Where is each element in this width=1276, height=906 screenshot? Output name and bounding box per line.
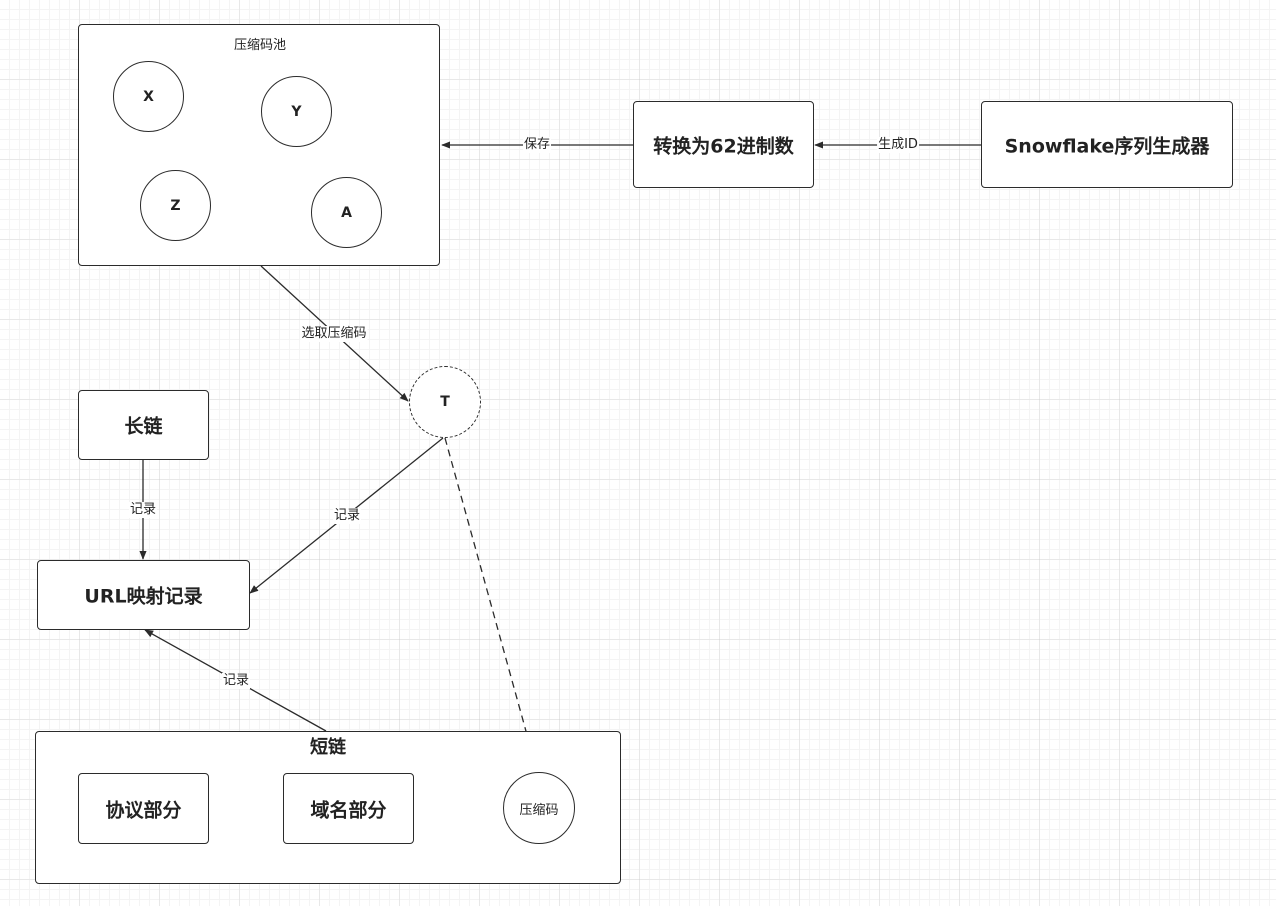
label-pick-code: 选取压缩码 <box>300 326 368 342</box>
code-circle-y[interactable]: Y <box>261 76 332 147</box>
code-circle-a[interactable]: A <box>311 177 382 248</box>
protocol-part-box[interactable]: 协议部分 <box>78 773 209 844</box>
code-pool-title: 压缩码池 <box>233 38 287 53</box>
snowflake-generator-label: Snowflake序列生成器 <box>1004 135 1210 157</box>
label-record-long: 记录 <box>128 502 158 518</box>
picked-code-circle[interactable]: T <box>409 366 481 438</box>
code-pool-container[interactable]: 压缩码池 X Y Z A <box>78 24 440 266</box>
label-record-code: 记录 <box>332 508 362 524</box>
domain-part-label: 域名部分 <box>310 799 387 821</box>
long-link-label: 长链 <box>124 415 163 438</box>
label-generate-id: 生成ID <box>877 137 919 153</box>
code-circle-z[interactable]: Z <box>140 170 211 241</box>
code-circle-x[interactable]: X <box>113 61 184 132</box>
domain-part-box[interactable]: 域名部分 <box>283 773 414 844</box>
base62-converter-box[interactable]: 转换为62进制数 <box>633 101 814 188</box>
short-link-title: 短链 <box>310 737 346 758</box>
long-link-box[interactable]: 长链 <box>78 390 209 460</box>
protocol-part-label: 协议部分 <box>105 799 182 821</box>
snowflake-generator-box[interactable]: Snowflake序列生成器 <box>981 101 1233 188</box>
short-code-circle[interactable]: 压缩码 <box>503 772 575 844</box>
label-record-short: 记录 <box>221 673 251 689</box>
base62-converter-label: 转换为62进制数 <box>653 135 794 157</box>
label-save: 保存 <box>522 137 552 153</box>
url-mapping-label: URL映射记录 <box>84 585 203 608</box>
url-mapping-box[interactable]: URL映射记录 <box>37 560 250 630</box>
arrow-code-dashed <box>444 437 539 772</box>
